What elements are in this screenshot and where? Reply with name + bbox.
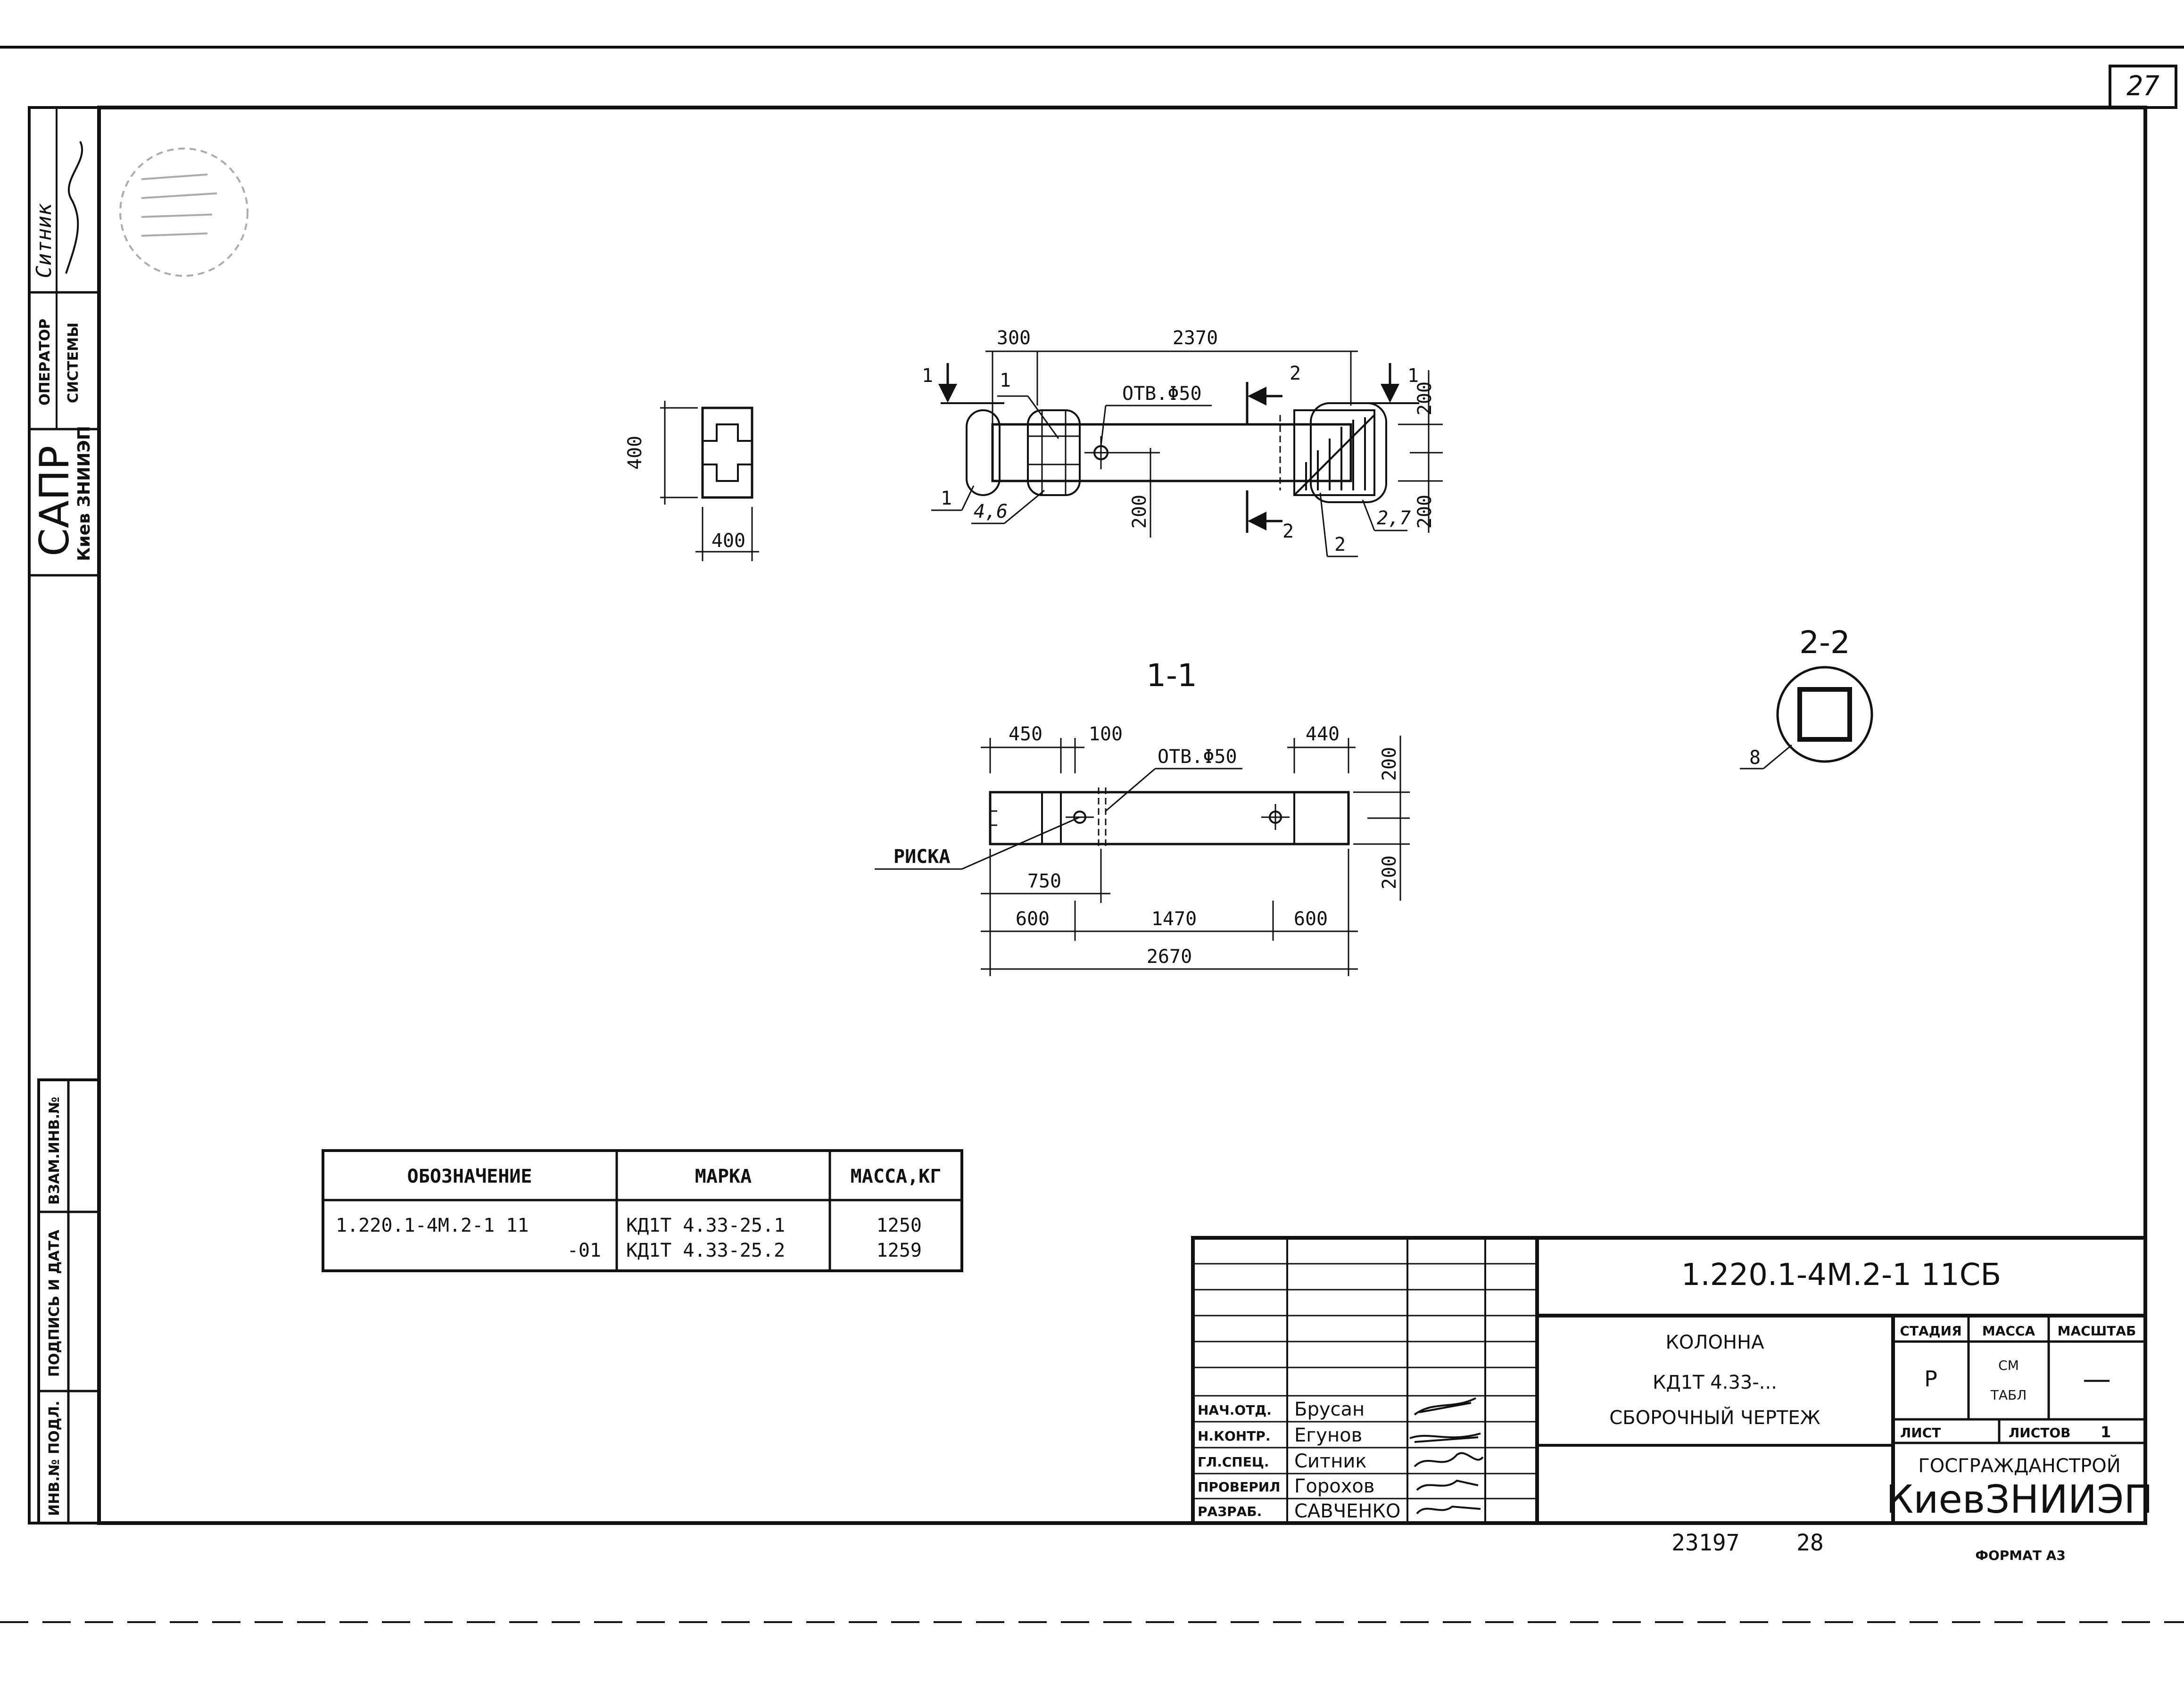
spec-row-1-mass: 1250 [877, 1215, 922, 1236]
section-hole-label: ОТВ.Φ50 [1158, 746, 1237, 768]
operator-label-2: СИСТЕМЫ [65, 323, 82, 403]
section-2-2-title: 2-2 [1799, 624, 1850, 661]
column-cross-section: 400 400 [624, 401, 759, 561]
section-mark-1-left: 1 [922, 365, 933, 387]
section-dim-440: 440 [1306, 723, 1340, 745]
sheet-number-box: 27 [2109, 65, 2177, 109]
stage-value: Р [1924, 1366, 1937, 1392]
section-mark-2-bottom: 2 [1282, 521, 1294, 542]
operator-label-1: ОПЕРАТОР [37, 319, 53, 406]
sheet-number: 27 [2126, 70, 2159, 102]
section-dim-100: 100 [1089, 723, 1123, 745]
sapr-org-label: Киев ЗНИИЭП [74, 426, 94, 561]
plan-dim-right-200-bottom: 200 [1414, 495, 1436, 529]
spec-row-1-designation: 1.220.1-4М.2-1 11 [336, 1215, 529, 1236]
spec-row-2-mass: 1259 [877, 1240, 922, 1261]
column-plan-view: 300 2370 1 1 2 2 ОТВ.Φ50 1 1 2 4,6 2,7 [922, 327, 1443, 557]
format-label: ФОРМАТ А3 [1975, 1548, 2066, 1563]
plan-hole-label: ОТВ.Φ50 [1122, 383, 1202, 405]
plan-dim-right-200-top: 200 [1414, 381, 1436, 415]
sheet-label: ЛИСТ [1900, 1425, 1941, 1441]
spec-row-2-designation: -01 [567, 1240, 601, 1261]
sheets-value: 1 [2101, 1423, 2111, 1441]
section-1-1-title: 1-1 [1146, 657, 1197, 694]
signatory-name-4: Горохов [1294, 1475, 1374, 1497]
plan-dim-2370: 2370 [1173, 327, 1218, 349]
signatory-role-1: НАЧ.ОТД. [1198, 1402, 1272, 1418]
section-mark-2-top: 2 [1290, 363, 1301, 384]
plan-dim-300: 300 [997, 327, 1031, 349]
mass-value-2: ТАБЛ [1990, 1387, 2027, 1403]
cross-section-height-dim: 400 [624, 436, 646, 470]
section-2-2: 2-2 8 [1740, 624, 1873, 770]
section-dim-750: 750 [1027, 870, 1061, 892]
mass-value-1: СМ [1998, 1358, 2019, 1373]
faded-round-stamp [119, 148, 248, 277]
sapr-label: САПР [31, 446, 78, 556]
signature-scribbles [1409, 1397, 1484, 1515]
plan-leader-2: 2 [1334, 534, 1346, 555]
margin-signature-scribble [65, 141, 83, 274]
section-mark-1-right: 1 [1407, 365, 1419, 387]
plan-dim-left-200: 200 [1129, 495, 1150, 529]
org-line-2: КиевЗНИИЭП [1886, 1477, 2153, 1522]
spec-header-designation: ОБОЗНАЧЕНИЕ [407, 1166, 532, 1187]
plan-leader-2-7: 2,7 [1377, 507, 1411, 529]
section-1-1: 1-1 450 100 440 ОТВ.Φ50 РИСКА 750 [875, 657, 1410, 976]
section-dim-450: 450 [1009, 723, 1042, 745]
cross-section-width-dim: 400 [711, 530, 745, 552]
section-mark-label: РИСКА [893, 846, 950, 868]
signatory-role-5: РАЗРАБ. [1198, 1504, 1262, 1519]
archive-number: 23197 [1671, 1530, 1740, 1556]
scale-label: МАСШТАБ [2058, 1323, 2136, 1339]
title-line-1: КОЛОННА [1666, 1332, 1765, 1353]
org-line-1: ГОСГРАЖДАНСТРОЙ [1918, 1454, 2120, 1477]
title-line-2: КД1Т 4.33-... [1653, 1372, 1777, 1393]
stage-label: СТАДИЯ [1900, 1323, 1961, 1339]
signatory-name-5: САВЧЕНКО [1294, 1500, 1400, 1522]
spec-table: ОБОЗНАЧЕНИЕ МАРКА МАССА,КГ 1.220.1-4М.2-… [322, 1149, 963, 1272]
signatory-role-3: ГЛ.СПЕЦ. [1198, 1454, 1269, 1470]
section-dim-1470: 1470 [1151, 908, 1197, 930]
plan-leader-1-bottom: 1 [941, 488, 952, 509]
signatory-name-3: Ситник [1294, 1450, 1367, 1472]
signatory-name-2: Егунов [1294, 1425, 1362, 1446]
spec-row-1-mark: КД1Т 4.33-25.1 [626, 1215, 785, 1236]
mass-label: МАССА [1982, 1323, 2035, 1339]
section-2-2-leader: 8 [1749, 747, 1761, 769]
stamp-signature-date: ПОДПИСЬ И ДАТА [46, 1229, 63, 1377]
plan-leader-1-top: 1 [1000, 370, 1011, 391]
stamp-replaced-inv: ВЗАМ.ИНВ.№ [46, 1097, 63, 1205]
drawing-frame [97, 106, 2147, 1525]
stamp-original-inv: ИНВ.№ ПОДЛ. [46, 1400, 63, 1516]
section-dim-right-200-bottom: 200 [1379, 855, 1400, 889]
signatory-role-4: ПРОВЕРИЛ [1198, 1479, 1280, 1495]
document-code: 1.220.1-4М.2-1 11СБ [1681, 1258, 2002, 1293]
spec-header-mark: МАРКА [695, 1166, 752, 1187]
archive-sheet: 28 [1796, 1530, 1824, 1556]
scale-value: — [2083, 1363, 2111, 1396]
section-dim-600-right: 600 [1294, 908, 1328, 930]
margin-signature-name: Ситник [32, 203, 56, 278]
sheets-label: ЛИСТОВ [2009, 1425, 2070, 1441]
spec-header-mass: МАССА,КГ [851, 1166, 942, 1187]
plan-leader-4-6: 4,6 [974, 501, 1008, 522]
title-line-3: СБОРОЧНЫЙ ЧЕРТЕЖ [1609, 1406, 1820, 1429]
signatory-name-1: Брусан [1294, 1399, 1365, 1420]
title-block: НАЧ.ОТД. Брусан Н.КОНТР. Егунов ГЛ.СПЕЦ.… [1191, 1236, 2153, 1525]
left-margin-blocks: Ситник ОПЕРАТОР СИСТЕМЫ САПР Киев ЗНИИЭП… [29, 108, 100, 1525]
section-dim-2670: 2670 [1147, 946, 1192, 968]
signatory-role-2: Н.КОНТР. [1198, 1428, 1270, 1444]
section-dim-600-left: 600 [1016, 908, 1050, 930]
section-dim-right-200-top: 200 [1379, 747, 1400, 781]
spec-row-2-mark: КД1Т 4.33-25.2 [626, 1240, 785, 1261]
